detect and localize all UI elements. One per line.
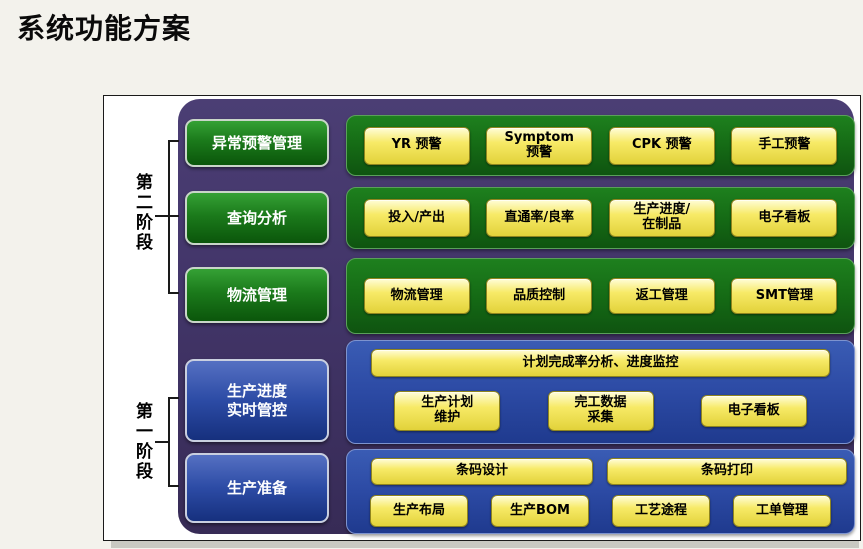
slide-bottom-shadow: [111, 541, 859, 548]
phase-1-bracket-stub-bottom: [168, 485, 179, 487]
node-e-dashboard-2: 电子看板: [700, 395, 807, 427]
query-row-buttons: 投入/产出 直通率/良率 生产进度/ 在制品 电子看板: [347, 188, 854, 248]
node-cpk-warning: CPK 预警: [608, 126, 715, 165]
node-symptom-warning: Symptom 预警: [486, 126, 593, 165]
node-process-routing: 工艺途程: [612, 495, 710, 527]
panel-logistics-row: 物流管理 品质控制 返工管理 SMT管理: [346, 258, 855, 334]
node-e-dashboard: 电子看板: [731, 199, 838, 237]
node-smt-management: SMT管理: [731, 278, 838, 314]
node-manual-warning: 手工预警: [731, 126, 838, 165]
node-quality-control: 品质控制: [486, 278, 593, 314]
panel-progress-row: 计划完成率分析、进度监控 生产计划 维护 完工数据 采集 电子看板: [346, 340, 855, 444]
node-production-bom: 生产BOM: [491, 495, 589, 527]
logistics-row-buttons: 物流管理 品质控制 返工管理 SMT管理: [347, 259, 854, 333]
node-yr-warning: YR 预警: [363, 126, 470, 165]
phase-1-bracket-vertical: [168, 398, 170, 487]
diagram-frame: 第二阶段 第一阶段 异常预警管理 查询分析 物流管理 生产进度 实时管控 生产准…: [103, 95, 861, 541]
node-work-order-management: 工单管理: [733, 495, 831, 527]
category-exception-warning-management: 异常预警管理: [185, 119, 329, 167]
bar-barcode-design: 条码设计: [371, 458, 593, 485]
preparation-row-buttons: 生产布局 生产BOM 工艺途程 工单管理: [347, 493, 854, 529]
bar-plan-completion-monitoring: 计划完成率分析、进度监控: [371, 349, 830, 377]
warning-row-buttons: YR 预警 Symptom 预警 CPK 预警 手工预警: [347, 116, 854, 175]
node-rework-management: 返工管理: [608, 278, 715, 314]
phase-2-bracket-label-tick: [155, 215, 168, 217]
panel-warning-row: YR 预警 Symptom 预警 CPK 预警 手工预警: [346, 115, 855, 176]
category-logistics-management: 物流管理: [185, 267, 329, 323]
panel-query-row: 投入/产出 直通率/良率 生产进度/ 在制品 电子看板: [346, 187, 855, 249]
node-fpy-yield: 直通率/良率: [486, 199, 593, 237]
node-production-plan-maintenance: 生产计划 维护: [394, 391, 501, 431]
progress-row-buttons: 生产计划 维护 完工数据 采集 电子看板: [347, 385, 854, 437]
phase-1-bracket-stub-top: [168, 397, 179, 399]
phase-2-label: 第二阶段: [132, 173, 152, 253]
node-production-layout: 生产布局: [370, 495, 468, 527]
category-query-analysis: 查询分析: [185, 191, 329, 245]
page-title: 系统功能方案: [17, 12, 192, 45]
phase-2-bracket-stub-bottom: [168, 292, 179, 294]
category-production-progress-control: 生产进度 实时管控: [185, 359, 329, 442]
phase-1-bracket-label-tick: [155, 441, 168, 443]
phase-2-bracket-stub-top: [168, 140, 179, 142]
panel-preparation-row: 条码设计 条码打印 生产布局 生产BOM 工艺途程 工单管理: [346, 449, 855, 534]
node-progress-wip: 生产进度/ 在制品: [608, 199, 715, 237]
category-production-preparation: 生产准备: [185, 453, 329, 523]
node-completion-data-collection: 完工数据 采集: [547, 391, 654, 431]
node-input-output: 投入/产出: [363, 199, 470, 237]
phase-1-label: 第一阶段: [132, 402, 152, 482]
phase-2-bracket-stub-mid: [168, 215, 179, 217]
phase-2-bracket-vertical: [168, 141, 170, 294]
node-logistics-management: 物流管理: [363, 278, 470, 314]
bar-barcode-print: 条码打印: [607, 458, 847, 485]
